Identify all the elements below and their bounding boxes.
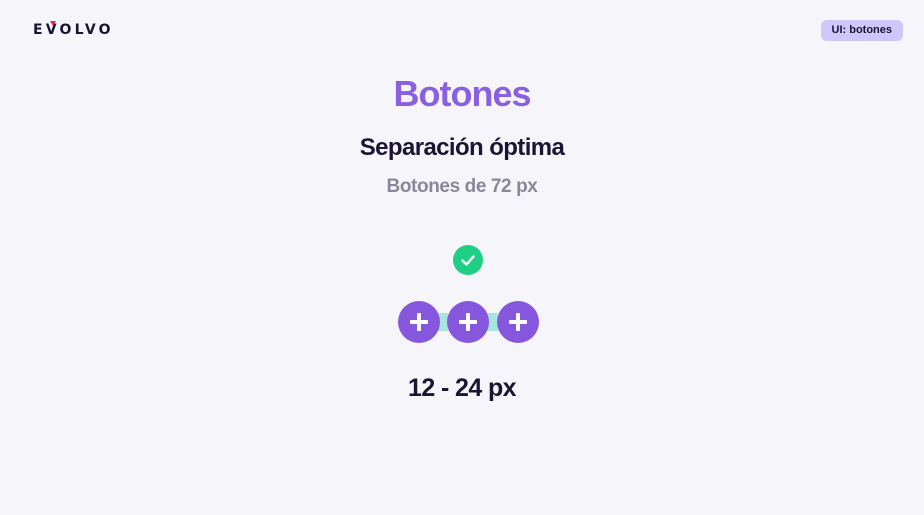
slide-caption: Botones de 72 px bbox=[386, 176, 538, 197]
spacing-measurement: 12 - 24 px bbox=[408, 374, 517, 402]
plus-icon bbox=[459, 313, 477, 331]
plus-button[interactable] bbox=[497, 301, 539, 343]
slide-subtitle: Separación óptima bbox=[359, 134, 565, 161]
logo-text: EVOLVO bbox=[33, 22, 114, 38]
plus-button[interactable] bbox=[447, 301, 489, 343]
plus-icon bbox=[509, 313, 527, 331]
check-icon bbox=[453, 245, 483, 275]
plus-button[interactable] bbox=[398, 301, 440, 343]
logo-mark-icon bbox=[50, 21, 56, 26]
slide-title: Botones bbox=[393, 73, 532, 114]
plus-icon bbox=[410, 313, 428, 331]
topic-tag: UI: botones bbox=[820, 20, 903, 41]
logo: EVOLVO bbox=[33, 20, 114, 40]
